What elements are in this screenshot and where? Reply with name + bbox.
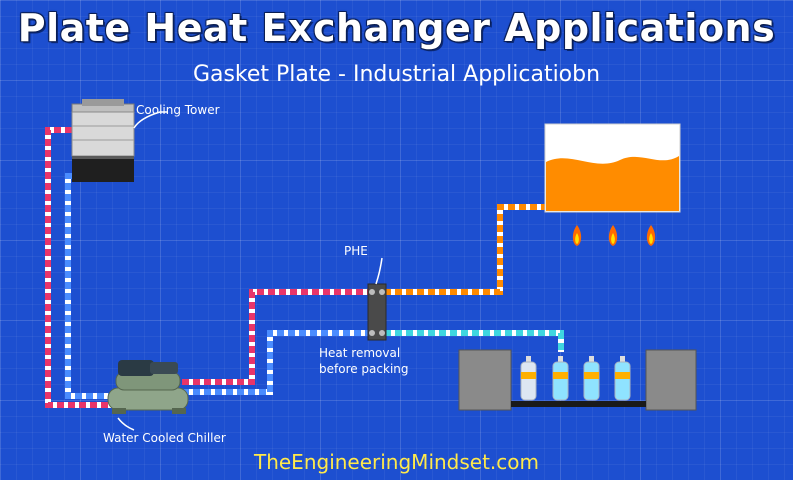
- footer-site: TheEngineeringMindset.com: [253, 450, 540, 474]
- page-subtitle: Gasket Plate - Industrial Applicatiobn: [192, 62, 601, 87]
- process-hot-pipe: [384, 204, 546, 295]
- burner-flames: [572, 225, 656, 246]
- bottling-line: [458, 349, 697, 411]
- cooling-tower-label: Cooling Tower: [136, 103, 220, 117]
- cooling-tower: [71, 99, 135, 182]
- phe-leader: [375, 257, 383, 285]
- page-title: Plate Heat Exchanger Applications: [17, 6, 776, 50]
- condenser-return-pipe: [65, 173, 112, 399]
- bottle: [552, 356, 569, 401]
- chilled-return-pipe: [182, 289, 372, 385]
- chilled-supply-pipe: [182, 330, 372, 395]
- chiller-label: Water Cooled Chiller: [103, 431, 226, 445]
- phe-label: PHE: [344, 244, 368, 258]
- process-cool-pipe: [384, 330, 564, 352]
- condenser-supply-pipe: [45, 127, 112, 408]
- heat-removal-label: Heat removal before packing: [319, 346, 409, 376]
- plate-heat-exchanger: [367, 283, 387, 341]
- bottle: [583, 356, 600, 401]
- chiller-leader: [117, 417, 135, 431]
- bottle: [520, 356, 537, 401]
- water-cooled-chiller: [107, 360, 189, 414]
- heated-tank: [544, 123, 681, 213]
- cooling-tower-leader: [133, 111, 168, 129]
- bottle: [614, 356, 631, 401]
